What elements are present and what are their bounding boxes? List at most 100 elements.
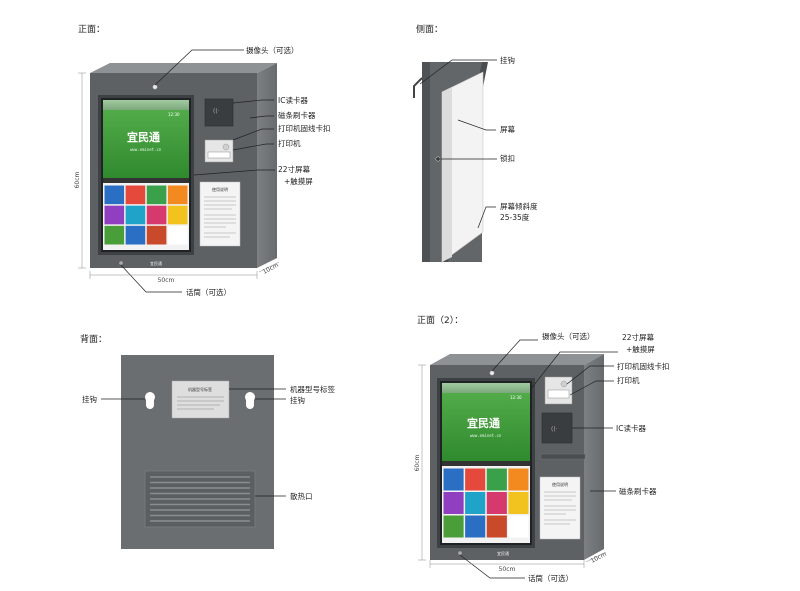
front-label-screen-size: 22寸屏幕 xyxy=(278,164,311,174)
front-view: 正面： 12:30 宜民通 www.eminet.cn 使用说明 xyxy=(74,24,331,297)
front-screen-brand: 宜民通 xyxy=(127,130,160,144)
front2-label-ic-reader: IC读卡器 xyxy=(616,423,646,433)
front-screen-url: www.eminet.cn xyxy=(130,147,162,152)
screen-tile xyxy=(443,492,464,514)
front-label-ic-reader: IC读卡器 xyxy=(278,95,308,105)
front-dim-width: 50cm xyxy=(158,277,175,284)
front2-screen-url: www.eminet.cn xyxy=(470,433,502,438)
side-view: 侧面： 挂钩 屏幕 锁扣 屏幕倾斜度 25-35度 xyxy=(413,23,538,263)
screen-tile xyxy=(465,515,486,538)
front2-label-printer-clip: 打印机固线卡扣 xyxy=(617,361,670,371)
front2-label-mic: 话筒（可选） xyxy=(528,573,573,583)
back-hook-left xyxy=(145,392,155,409)
front2-label-magstripe: 磁条刷卡器 xyxy=(619,486,657,496)
front-ic-reader xyxy=(204,98,234,127)
screen-tile xyxy=(125,225,146,245)
screen-tile xyxy=(146,185,167,205)
side-label-tilt: 屏幕倾斜度 xyxy=(500,201,538,211)
front2-label-screen-size: 22寸屏幕 xyxy=(622,332,655,342)
front2-logo-small: 宜民通 xyxy=(497,550,509,556)
front2-view: 正面（2）： 12:30 宜民通 www.eminet.cn ((· 使用说明 xyxy=(414,315,670,583)
screen-tile xyxy=(104,205,125,225)
front-instruction-lines xyxy=(204,196,236,238)
screen-tile xyxy=(486,515,507,538)
back-label-hook-right: 挂钩 xyxy=(290,395,305,405)
front-mic-icon xyxy=(119,261,123,265)
front2-label-camera: 摄像头（可选） xyxy=(542,331,595,341)
front2-label-printer: 打印机 xyxy=(617,375,640,385)
front-nfc-icon: ((· xyxy=(213,108,220,115)
front-label-touch: +触摸屏 xyxy=(284,176,313,186)
front2-section-title: 正面（2）： xyxy=(417,315,463,326)
front2-housing-side xyxy=(584,354,604,560)
side-label-tilt-range: 25-35度 xyxy=(500,212,530,222)
front-instruction-card xyxy=(199,181,241,247)
front-screen-tiles xyxy=(104,185,188,245)
front2-instruction-title: 使用说明 xyxy=(552,481,568,487)
back-model-plate xyxy=(171,380,230,419)
front-label-mic: 话筒（可选） xyxy=(186,287,231,297)
screen-tile xyxy=(125,185,146,205)
front2-dim-width: 50cm xyxy=(499,566,516,573)
screen-tile xyxy=(508,515,529,538)
front2-screen-tiles xyxy=(443,468,529,538)
front-housing-top xyxy=(90,63,277,73)
screen-tile xyxy=(146,225,167,245)
front2-camera-icon xyxy=(489,370,495,376)
side-lock-icon xyxy=(435,156,441,162)
screen-tile xyxy=(125,205,146,225)
front2-label-touch: +触摸屏 xyxy=(626,344,655,354)
front2-nfc-icon: ((· xyxy=(551,426,558,433)
side-label-screen: 屏幕 xyxy=(500,124,515,134)
front2-screen-brand: 宜民通 xyxy=(467,416,500,430)
side-hook xyxy=(413,77,423,98)
back-label-model: 机器型号标签 xyxy=(290,384,335,394)
front-printer xyxy=(204,139,234,163)
front2-mic-icon xyxy=(458,551,462,555)
screen-tile xyxy=(465,492,486,514)
screen-tile xyxy=(465,468,486,491)
screen-tile xyxy=(104,225,125,245)
front-screen-green xyxy=(103,100,189,178)
front2-instruction-card xyxy=(539,476,581,540)
front2-housing-top xyxy=(430,354,604,365)
front-camera-icon xyxy=(152,84,158,90)
front2-instruction-lines xyxy=(544,491,576,525)
side-section-title: 侧面： xyxy=(416,23,443,35)
side-label-hook: 挂钩 xyxy=(500,55,515,65)
back-model-plate-title: 机器型号标签 xyxy=(188,386,212,392)
side-label-lock: 锁扣 xyxy=(500,153,515,163)
front2-magstripe-slot xyxy=(540,453,586,460)
screen-tile xyxy=(167,205,188,225)
front2-dim-height: 60cm xyxy=(414,454,421,471)
front-section-title: 正面： xyxy=(78,24,105,35)
front2-screen-green xyxy=(442,383,530,461)
front-housing-side xyxy=(257,63,277,268)
screen-tile xyxy=(443,468,464,491)
front2-screen-time: 12:30 xyxy=(510,395,522,400)
back-section-title: 背面： xyxy=(80,333,107,345)
front-label-printer: 打印机 xyxy=(278,138,301,148)
back-view: 背面： 机器型号标签 挂钩 机器型号标签 挂钩 散热口 xyxy=(80,333,335,549)
front-label-magstripe: 磁条刷卡器 xyxy=(278,110,316,120)
screen-tile xyxy=(104,185,125,205)
back-label-hook-left: 挂钩 xyxy=(82,394,97,404)
front-dim-height: 60cm xyxy=(74,171,81,188)
front-screen-time: 12:30 xyxy=(168,112,180,117)
back-hook-right xyxy=(245,392,255,409)
front-label-printer-clip: 打印机固线卡扣 xyxy=(278,123,331,133)
back-label-vent: 散热口 xyxy=(290,491,313,501)
front-instruction-title: 使用说明 xyxy=(212,186,228,192)
screen-tile xyxy=(486,468,507,491)
front-label-camera: 摄像头（可选） xyxy=(246,45,299,55)
screen-tile xyxy=(443,515,464,538)
screen-tile xyxy=(508,468,529,491)
screen-tile xyxy=(486,492,507,514)
front-logo-small: 宜民通 xyxy=(150,260,162,266)
screen-tile xyxy=(167,225,188,245)
screen-tile xyxy=(146,205,167,225)
screen-tile xyxy=(167,185,188,205)
screen-tile xyxy=(508,492,529,514)
back-vent-slats xyxy=(150,476,250,522)
